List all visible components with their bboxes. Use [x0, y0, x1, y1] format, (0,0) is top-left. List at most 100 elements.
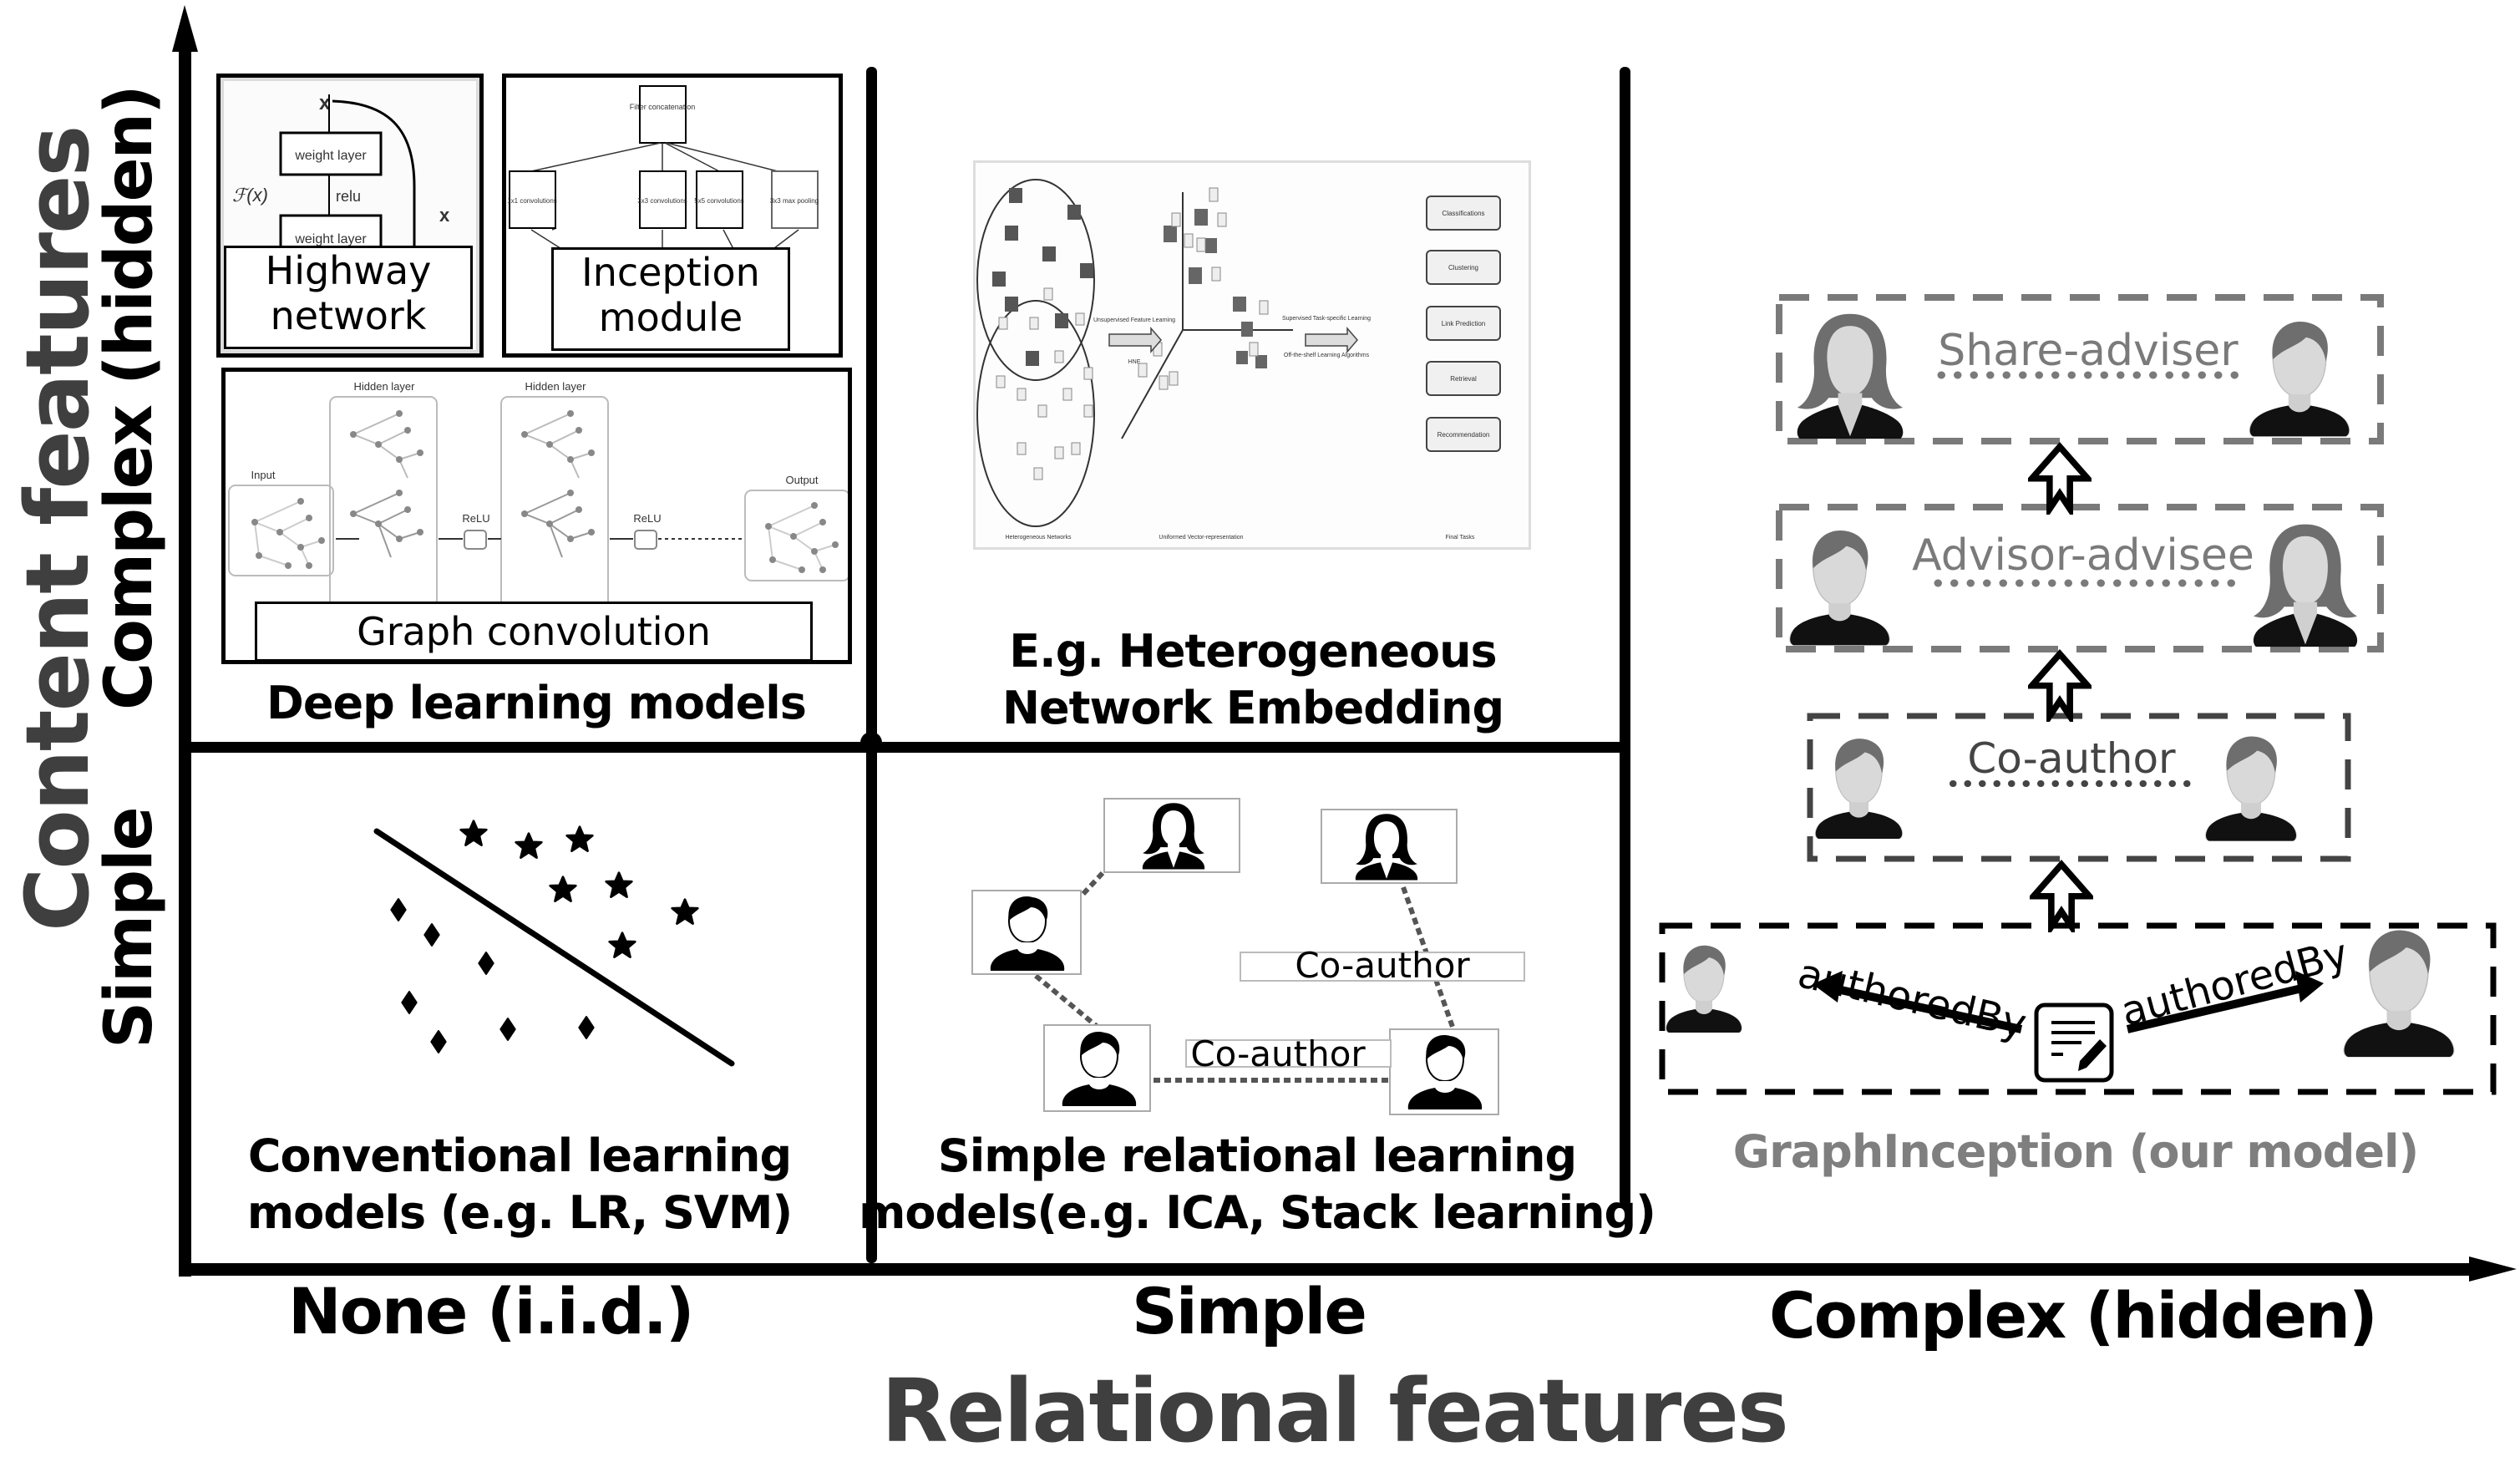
- branch-3x3-label: 3x3 convolutions: [637, 197, 687, 205]
- hne-right-caption: Final Tasks: [1446, 535, 1475, 541]
- hne-arrow1: [1108, 326, 1162, 354]
- conventional-caption-line1: Conventional learning: [247, 1129, 792, 1182]
- deep-learning-caption: Deep learning models: [266, 677, 807, 729]
- hne-ellipse-bottom: [976, 300, 1095, 527]
- conventional-caption-line2: models (e.g. LR, SVM): [246, 1186, 793, 1239]
- coauthor-edge-label-1: Co-author: [1295, 945, 1470, 986]
- hne-task-list: Classifications Clustering Link Predicti…: [1426, 195, 1501, 452]
- authoredby-arrowhead-right: [2295, 971, 2324, 1003]
- hne-mid-caption: Uniformed Vector-representation: [1159, 535, 1243, 541]
- divider-vertical-1: [866, 67, 877, 1263]
- hne-task-4: Recommendation: [1437, 431, 1490, 439]
- x-axis-title: Relational features: [881, 1360, 1789, 1462]
- inception-label-line2: module: [598, 295, 743, 340]
- paper-document-icon: [2034, 1003, 2114, 1083]
- hne-arrow1-bottom: HNE: [1128, 359, 1141, 365]
- male-avatar-icon: [2204, 735, 2298, 842]
- branch-maxpool-label: 3x3 max pooling: [770, 197, 819, 205]
- graph-convolution-label: Graph convolution: [255, 602, 813, 662]
- gc-relu1-box: [464, 530, 487, 550]
- hne-left-caption: Heterogeneous Networks: [1006, 535, 1072, 541]
- up-arrow-icon: [2034, 865, 2090, 926]
- male-avatar-icon: [1665, 945, 1743, 1033]
- simple-relational-caption-line1: Simple relational learning: [937, 1129, 1577, 1182]
- gc-relu1-label: ReLU: [462, 512, 489, 525]
- fx-label: ℱ(x): [232, 185, 268, 206]
- gc-hidden1-label: Hidden layer: [354, 380, 416, 393]
- male-avatar-icon: [1814, 738, 1904, 840]
- level-box-coauthor: [1807, 713, 2351, 862]
- highway-diagram: x weight layer relu ℱ(x) x weight layer: [232, 92, 450, 295]
- graphinception-caption: GraphInception (our model): [1732, 1125, 2419, 1178]
- coauthor-level-label: Co-author: [1967, 734, 2176, 783]
- conventional-caption: Conventional learning models (e.g. LR, S…: [219, 1128, 820, 1241]
- highway-network-label: Highway network: [224, 246, 473, 349]
- x-tick-complex: Complex (hidden): [1769, 1278, 2378, 1353]
- level-box-share-adviser: [1776, 294, 2384, 444]
- x-tick-none: None (i.i.d.): [288, 1274, 695, 1348]
- gc-input-label: Input: [251, 469, 276, 481]
- x-axis-arrowhead: [2469, 1256, 2517, 1282]
- graph-convolution-diagram: Input Hidden layer Hidden layer ReLU ReL…: [228, 380, 850, 665]
- gc-relu2-label: ReLU: [633, 512, 661, 525]
- hne-arrow2-bottom: Off-the-shelf Learning Algorithms: [1284, 353, 1370, 358]
- coauthor-edge-label-2: Co-author: [1190, 1033, 1366, 1074]
- inception-diagram: Filter concatenation 1x1 convolutions 3x…: [507, 85, 819, 262]
- male-avatar-icon: [2342, 929, 2456, 1058]
- branch-1x1: [509, 170, 556, 229]
- inception-module-label: Inception module: [551, 247, 790, 351]
- identity-x-label: x: [439, 205, 450, 226]
- hne-figure: Unsupervised Feature Learning HNE Superv…: [973, 160, 1531, 550]
- branch-1x1-label: 1x1 convolutions: [507, 197, 557, 205]
- weight-layer-1: [279, 131, 383, 176]
- hne-caption-line2: Network Embedding: [1001, 682, 1504, 734]
- authoredby-label-right: authoredBy: [2117, 930, 2353, 1035]
- simple-relational-caption: Simple relational learning models(e.g. I…: [839, 1128, 1675, 1241]
- divider-junction: [860, 732, 882, 754]
- gc-relu2-box: [634, 530, 657, 550]
- weight-layer-1-label: weight layer: [294, 149, 367, 163]
- gc-hidden2-label: Hidden layer: [525, 380, 587, 393]
- hne-task-3: Retrieval: [1450, 375, 1477, 383]
- branch-maxpool: [771, 170, 819, 229]
- divider-horizontal: [190, 742, 1630, 753]
- filter-concat-label: Filter concatenation: [630, 103, 696, 111]
- y-axis-arrowhead: [172, 5, 198, 52]
- gc-output-label: Output: [785, 474, 818, 486]
- highway-x-label: x: [319, 92, 331, 114]
- mini-graph-icons: [251, 410, 839, 573]
- y-axis-line: [179, 48, 191, 1277]
- branch-5x5: [696, 170, 743, 229]
- male-avatar-icon: [1788, 530, 1891, 647]
- relu-label: relu: [336, 188, 361, 205]
- male-avatar-icon: [2248, 321, 2351, 438]
- authoredby-arrow-right: [2126, 983, 2307, 1033]
- level-box-authoredby: [1659, 922, 2497, 1095]
- up-arrow-icon: [2032, 654, 2088, 716]
- up-arrow-icon: [2032, 447, 2088, 509]
- x-tick-simple: Simple: [1132, 1274, 1367, 1348]
- branch-5x5-label: 5x5 convolutions: [694, 197, 744, 205]
- hne-task-0: Classifications: [1442, 210, 1484, 217]
- x-axis-line: [179, 1263, 2474, 1276]
- authoredby-arrow-left: [1828, 983, 2023, 1033]
- coauthor-label-box-1: [1240, 952, 1525, 982]
- authoredby-arrowhead-left: [1813, 971, 1843, 1003]
- hne-arrow2-top: Supervised Task-specific Learning: [1282, 316, 1371, 322]
- branch-3x3: [639, 170, 687, 229]
- hne-arrow2: [1305, 326, 1358, 354]
- coauthor-label-box-2: [1185, 1039, 1392, 1068]
- hne-ellipse-top: [976, 179, 1095, 381]
- graph-convolution-label-text: Graph convolution: [357, 609, 711, 654]
- simple-relational-caption-line2: models(e.g. ICA, Stack learning): [859, 1186, 1656, 1239]
- gc-input-box: [228, 485, 334, 576]
- divider-vertical-2: [1620, 67, 1630, 1206]
- hne-diagram: Unsupervised Feature Learning HNE Superv…: [976, 179, 1501, 541]
- inception-label-line1: Inception: [581, 250, 760, 295]
- hne-caption: E.g. Heterogeneous Network Embedding: [885, 623, 1620, 737]
- share-adviser-label: Share-adviser: [1938, 326, 2239, 376]
